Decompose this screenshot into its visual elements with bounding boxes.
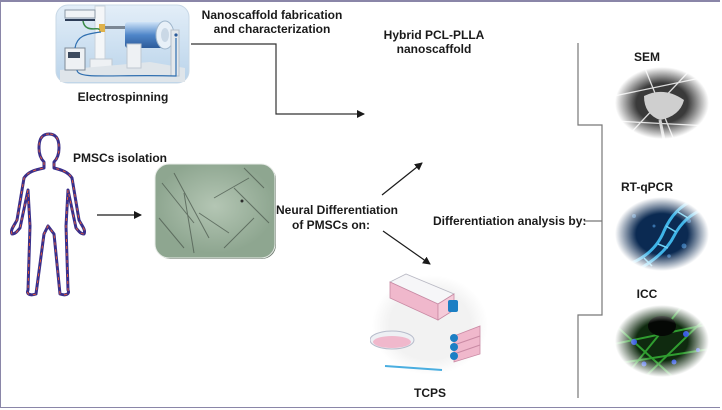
flask-icon: [389, 273, 458, 321]
analysis-bracket: [577, 43, 603, 398]
nanoscaffold-image: [368, 66, 498, 158]
scaffold-label-line2: nanoscaffold: [396, 42, 472, 56]
fabrication-arrow: [191, 43, 365, 118]
fabrication-label-line2: and characterization: [213, 22, 331, 36]
isolation-label: PMSCs isolation: [72, 151, 167, 165]
electrospinning-label: Electrospinning: [77, 90, 169, 104]
electrospinning-image: [55, 4, 190, 84]
to-tcps-arrow: [382, 230, 431, 265]
sem-label: SEM: [633, 50, 660, 64]
rtqpcr-label: RT-qPCR: [621, 180, 673, 194]
analysis-label: Differentiation analysis by:: [433, 214, 587, 228]
rtqpcr-image: [614, 196, 710, 272]
pmsc-culture-image: [154, 163, 276, 259]
neural-differentiation-label: Neural Differentiation of PMSCs on:: [276, 203, 399, 233]
tcps-label: TCPS: [413, 386, 446, 400]
icc-label: ICC: [636, 287, 658, 301]
pipette-icon: [384, 365, 443, 371]
tcps-image: [370, 273, 488, 375]
icc-image: [614, 304, 710, 378]
scaffold-label: Hybrid PCL-PLLA nanoscaffold: [370, 28, 498, 56]
fabrication-label: Nanoscaffold fabrication and characteriz…: [190, 8, 354, 36]
fabrication-label-line1: Nanoscaffold fabrication: [201, 8, 343, 22]
neural-label-line2: of PMSCs on:: [292, 218, 370, 232]
human-body-icon: [10, 132, 86, 297]
dish-icon: [370, 330, 415, 350]
sem-image: [614, 66, 710, 140]
neural-label-line1: Neural Differentiation: [276, 203, 399, 217]
multilayer-flask-icon: [450, 325, 481, 363]
scaffold-label-line1: Hybrid PCL-PLLA: [383, 28, 485, 42]
to-scaffold-arrow: [381, 162, 423, 196]
